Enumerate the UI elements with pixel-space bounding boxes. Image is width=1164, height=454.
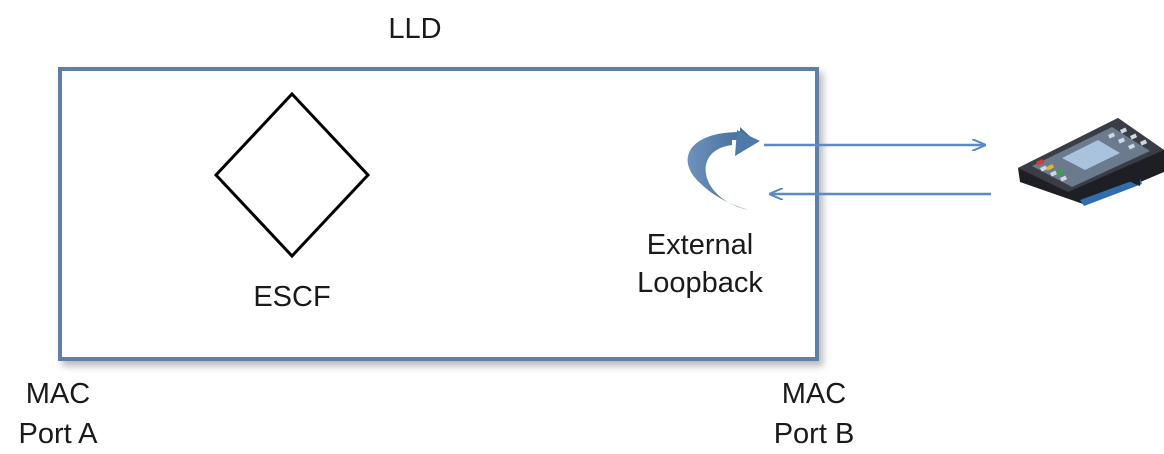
mac-port-b-line-2: Port B [773,418,855,450]
mac-port-a-label: MAC Port A [0,374,116,454]
mac-port-b-line-1: MAC [781,378,847,410]
lld-title: LLD [388,13,442,45]
mac-port-a-line-2: Port A [18,418,98,450]
lld-box [58,67,819,361]
loopback-arrow-icon [687,127,760,210]
external-loopback-label: External Loopback [610,226,790,302]
test-device-icon [1018,118,1164,206]
mac-port-a-line-1: MAC [25,378,91,410]
mac-port-b-label: MAC Port B [752,374,876,454]
loopback-label-line-2: Loopback [637,267,763,299]
escf-label: ESCF [253,281,331,313]
loopback-label-line-1: External [646,229,754,261]
escf-diamond-icon [213,91,371,259]
